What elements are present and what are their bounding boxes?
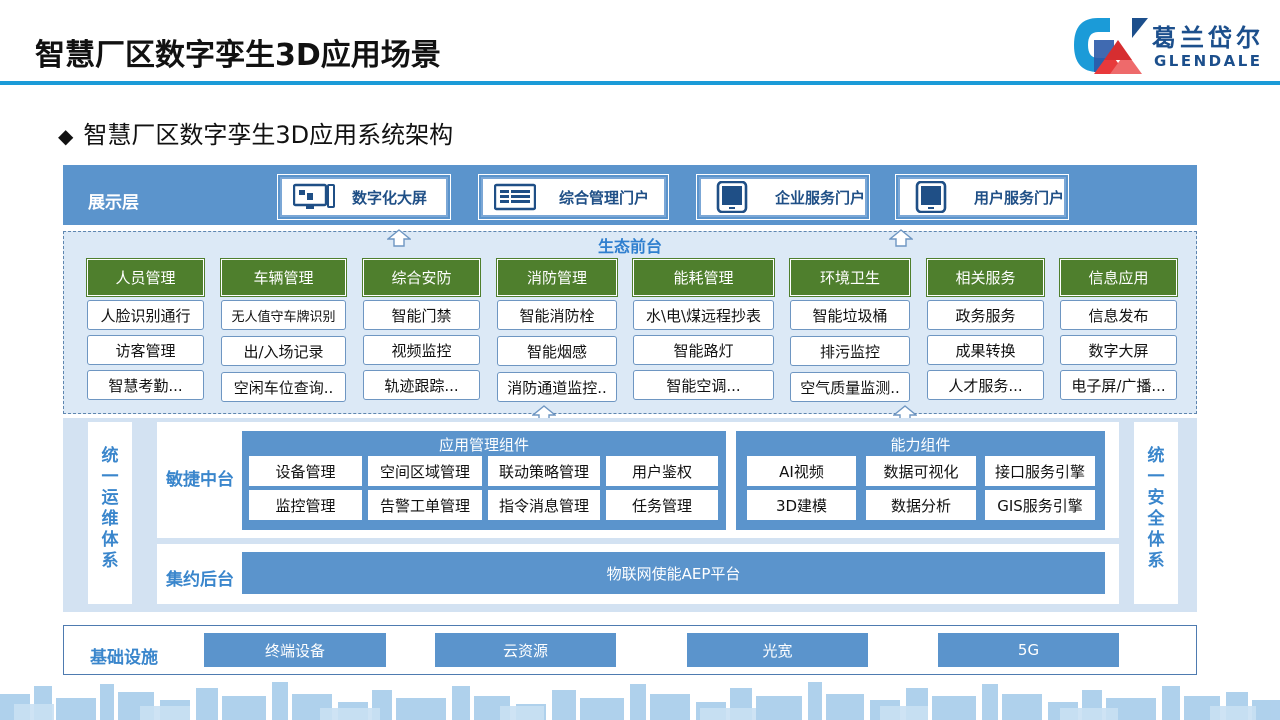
ecology-front-label: 生态前台 xyxy=(597,237,662,256)
infra-item[interactable]: 光宽 xyxy=(687,633,868,667)
logo-english-name: GLENDALE xyxy=(1154,52,1263,70)
list-item[interactable]: 智能垃圾桶 xyxy=(790,300,910,330)
list-item[interactable]: 访客管理 xyxy=(87,335,204,365)
column-head-personnel: 人员管理 xyxy=(86,258,205,297)
component-cell[interactable]: 任务管理 xyxy=(606,490,718,520)
city-skyline-decoration xyxy=(0,682,1280,720)
component-cell[interactable]: 用户鉴权 xyxy=(606,456,718,486)
page-title: 智慧厂区数字孪生3D应用场景 xyxy=(35,38,441,73)
user-portal-entry[interactable]: 用户服务门户 xyxy=(895,174,1069,220)
glendale-logo xyxy=(1074,18,1148,74)
presentation-layer-label: 展示层 xyxy=(88,193,139,213)
component-cell[interactable]: 空间区域管理 xyxy=(368,456,482,486)
infrastructure-label: 基础设施 xyxy=(90,648,158,668)
list-item[interactable]: 智能消防栓 xyxy=(497,300,617,330)
management-portal-entry[interactable]: 综合管理门户 xyxy=(478,174,669,220)
diamond-bullet-icon: ◆ xyxy=(58,124,74,148)
user-portal-label: 用户服务门户 xyxy=(973,188,1064,207)
list-item[interactable]: 电子屏/广播... xyxy=(1060,370,1177,400)
component-cell[interactable]: GIS服务引擎 xyxy=(985,490,1095,520)
section-subtitle: ◆ 智慧厂区数字孪生3D应用系统架构 xyxy=(58,115,453,150)
enterprise-portal-entry[interactable]: 企业服务门户 xyxy=(696,174,870,220)
enterprise-portal-label: 企业服务门户 xyxy=(774,188,865,207)
title-underline xyxy=(0,81,1280,85)
security-system-label: 统一安全体系 xyxy=(1147,446,1165,571)
component-cell[interactable]: 3D建模 xyxy=(747,490,856,520)
component-cell[interactable]: 监控管理 xyxy=(249,490,362,520)
subtitle-text: 智慧厂区数字孪生3D应用系统架构 xyxy=(83,121,454,149)
component-cell[interactable]: 联动策略管理 xyxy=(488,456,600,486)
ability-group-title: 能力组件 xyxy=(890,436,951,454)
list-item[interactable]: 信息发布 xyxy=(1060,300,1177,330)
list-item[interactable]: 智能空调... xyxy=(633,370,774,400)
security-system-box xyxy=(1134,422,1178,604)
list-item[interactable]: 空闲车位查询.. xyxy=(221,372,346,402)
list-item[interactable]: 数字大屏 xyxy=(1060,335,1177,365)
column-head-security: 综合安防 xyxy=(362,258,481,297)
component-cell[interactable]: AI视频 xyxy=(747,456,856,486)
list-window-icon xyxy=(493,182,537,212)
monitor-icon xyxy=(292,182,336,212)
list-item[interactable]: 视频监控 xyxy=(363,335,480,365)
aep-platform-bar[interactable]: 物联网使能AEP平台 xyxy=(242,552,1105,594)
app-management-title: 应用管理组件 xyxy=(438,436,529,454)
column-head-vehicles: 车辆管理 xyxy=(220,258,347,297)
ops-system-label: 统一运维体系 xyxy=(101,446,119,571)
column-head-fire: 消防管理 xyxy=(496,258,618,297)
list-item[interactable]: 排污监控 xyxy=(790,336,910,366)
list-item[interactable]: 空气质量监测.. xyxy=(790,372,910,402)
list-item[interactable]: 人才服务... xyxy=(927,370,1044,400)
component-cell[interactable]: 接口服务引擎 xyxy=(985,456,1095,486)
digital-screen-label: 数字化大屏 xyxy=(352,188,428,207)
list-item[interactable]: 出/入场记录 xyxy=(221,336,346,366)
column-head-energy: 能耗管理 xyxy=(632,258,775,297)
arrow-up-icon xyxy=(889,229,913,247)
list-item[interactable]: 智能门禁 xyxy=(363,300,480,330)
arrow-up-icon xyxy=(387,229,411,247)
component-cell[interactable]: 数据分析 xyxy=(866,490,976,520)
infra-item[interactable]: 5G xyxy=(938,633,1119,667)
list-item[interactable]: 智慧考勤... xyxy=(87,370,204,400)
column-head-environment: 环境卫生 xyxy=(789,258,911,297)
column-head-services: 相关服务 xyxy=(926,258,1045,297)
component-cell[interactable]: 数据可视化 xyxy=(866,456,976,486)
management-portal-label: 综合管理门户 xyxy=(559,188,650,207)
list-item[interactable]: 智能烟感 xyxy=(497,336,617,366)
list-item[interactable]: 人脸识别通行 xyxy=(87,300,204,330)
list-item[interactable]: 无人值守车牌识别 xyxy=(221,300,346,330)
component-cell[interactable]: 设备管理 xyxy=(249,456,362,486)
ops-system-box xyxy=(88,422,132,604)
list-item[interactable]: 水\电\煤远程抄表 xyxy=(633,300,774,330)
list-item[interactable]: 智能路灯 xyxy=(633,335,774,365)
tablet-icon xyxy=(910,181,952,213)
back-platform-label: 集约后台 xyxy=(166,570,234,590)
component-cell[interactable]: 指令消息管理 xyxy=(488,490,600,520)
digital-screen-entry[interactable]: 数字化大屏 xyxy=(277,174,451,220)
list-item[interactable]: 轨迹跟踪... xyxy=(363,370,480,400)
agile-middle-label: 敏捷中台 xyxy=(166,470,234,490)
infra-item[interactable]: 终端设备 xyxy=(204,633,386,667)
list-item[interactable]: 成果转换 xyxy=(927,335,1044,365)
infra-item[interactable]: 云资源 xyxy=(435,633,616,667)
logo-chinese-name: 葛兰岱尔 xyxy=(1152,24,1264,52)
list-item[interactable]: 政务服务 xyxy=(927,300,1044,330)
column-head-information: 信息应用 xyxy=(1059,258,1178,297)
component-cell[interactable]: 告警工单管理 xyxy=(368,490,482,520)
tablet-icon xyxy=(711,181,753,213)
list-item[interactable]: 消防通道监控.. xyxy=(497,372,617,402)
